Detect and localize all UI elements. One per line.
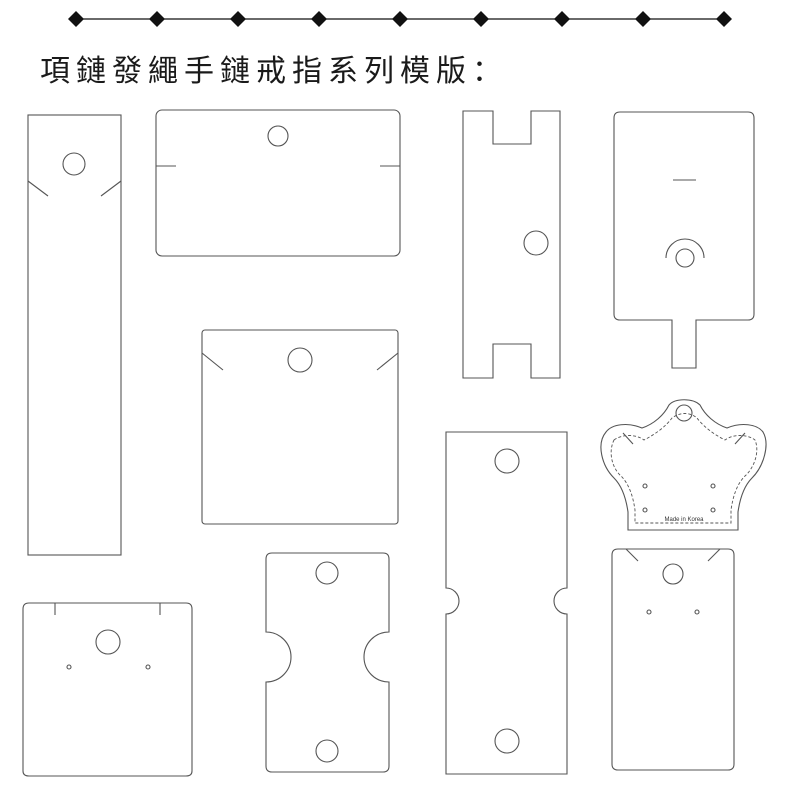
template-earring-square: [22, 602, 193, 777]
diamond-icon: [473, 11, 489, 27]
diamond-icon: [68, 11, 84, 27]
diamond-icon: [554, 11, 570, 27]
diamond-icon: [230, 11, 246, 27]
crown-card-label: Made in Korea: [664, 517, 704, 523]
template-crown-card: [600, 399, 767, 531]
diamond-icon: [635, 11, 651, 27]
template-earring-tall: [611, 548, 735, 771]
page-title: 項鏈發繩手鏈戒指系列模版：: [40, 54, 508, 89]
template-long-strip: [445, 431, 568, 775]
diamond-divider: [68, 11, 732, 27]
template-hairtie-card: [265, 552, 390, 773]
template-tall-strip: [27, 114, 122, 556]
diamond-icon: [149, 11, 165, 27]
template-notched-strip: [462, 110, 561, 379]
template-square-card: [201, 329, 399, 525]
template-tab-card: [613, 111, 755, 369]
diamond-icon: [716, 11, 732, 27]
diamond-icon: [392, 11, 408, 27]
diamond-icon: [311, 11, 327, 27]
template-horizontal-card: [155, 109, 401, 257]
